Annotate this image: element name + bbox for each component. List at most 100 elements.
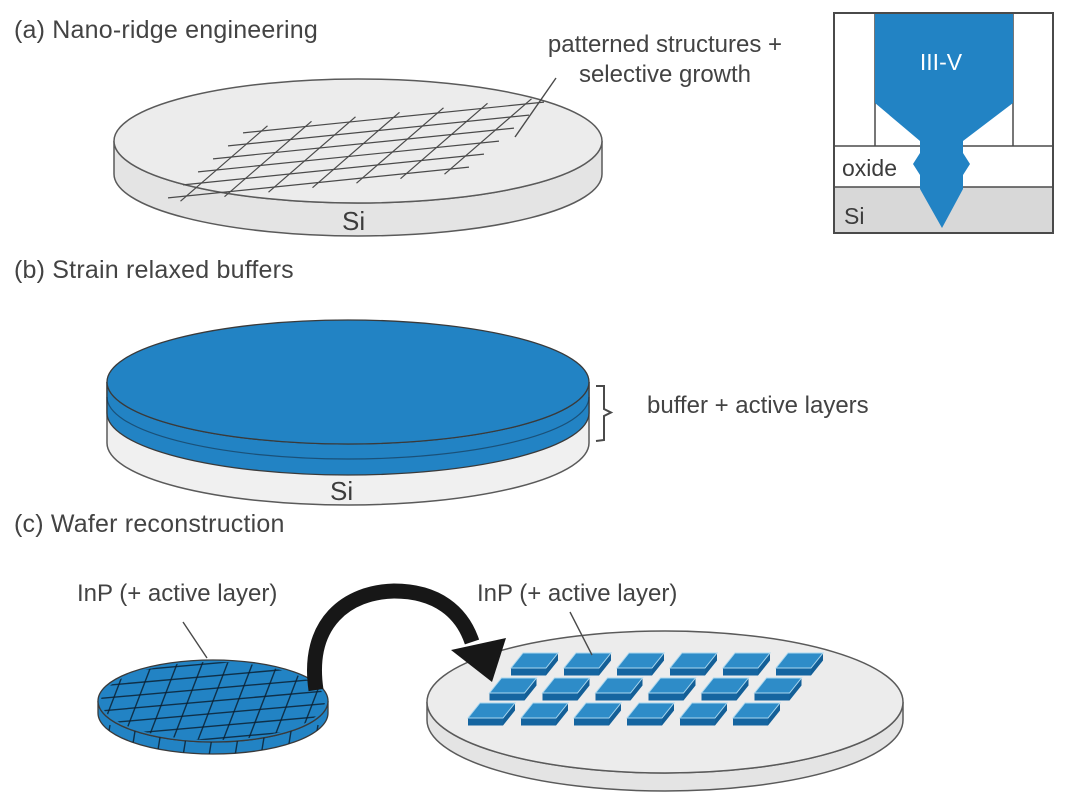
chiplet-face <box>615 652 666 669</box>
chiplet-face <box>705 653 717 676</box>
chiplet-face <box>562 652 613 669</box>
inp-chiplet <box>562 652 613 676</box>
chiplet-face <box>754 693 790 701</box>
chiplet-face <box>678 702 729 719</box>
wafer-b: Si <box>106 319 614 506</box>
chiplet-face <box>466 702 517 719</box>
inp-chiplet <box>572 702 623 726</box>
grid-line <box>224 120 312 198</box>
inp-chiplet <box>668 652 719 676</box>
inp-chiplet <box>466 702 517 726</box>
grid-line <box>356 107 444 184</box>
inp-chiplet <box>625 702 676 726</box>
inp-chiplet <box>615 652 666 676</box>
transfer-arrow <box>307 583 506 692</box>
transfer-arrow-arc <box>307 583 480 692</box>
chiplet-face <box>723 668 758 676</box>
source-wafer-label: InP (+ active layer) <box>77 580 278 607</box>
chiplet-face <box>599 653 611 676</box>
wafer-b-layer-seam <box>106 396 590 460</box>
annotation-line-2: selective growth <box>578 61 752 88</box>
section-a-annotation: patterned structures + selective growth <box>450 30 880 90</box>
chiplet-face <box>736 678 749 701</box>
chiplet-face <box>577 678 590 701</box>
chiplet-face <box>647 677 697 694</box>
chiplet-face <box>521 718 556 726</box>
chiplet-face <box>758 653 770 676</box>
chiplet-face <box>731 702 782 719</box>
wafer-b-top <box>106 319 590 445</box>
wafer-c-target <box>426 611 904 792</box>
chiplet-face <box>670 668 705 676</box>
inset-border <box>833 12 1054 234</box>
inp-chiplet <box>731 702 782 726</box>
chiplet-face <box>753 677 803 694</box>
chiplet-face <box>768 703 780 726</box>
chiplet-face <box>617 668 652 676</box>
chiplet-face <box>625 702 676 719</box>
chiplet-face <box>715 703 727 726</box>
chiplet-face <box>680 718 715 726</box>
grid-line <box>180 125 268 202</box>
grid-line <box>444 98 532 175</box>
grid-line <box>400 102 488 180</box>
section-b-title: (b) Strain relaxed buffers <box>14 256 294 284</box>
inp-chiplet <box>647 677 697 701</box>
grid-line <box>167 662 207 740</box>
inp-chiplet-array <box>466 652 825 726</box>
chiplet-face <box>594 677 644 694</box>
grid-line <box>312 111 400 189</box>
chiplet-face <box>541 677 591 694</box>
nano-ridge-inset: III-V oxide Si <box>833 12 1054 234</box>
grid-line <box>219 662 259 740</box>
chiplet-face <box>574 718 609 726</box>
grid-line <box>115 662 155 740</box>
section-a-title: (a) Nano-ridge engineering <box>14 16 318 44</box>
target-wafer-label: InP (+ active layer) <box>477 580 678 607</box>
chiplet-face <box>488 677 538 694</box>
leader-line-a <box>514 77 557 138</box>
inp-chiplet <box>721 652 772 676</box>
inp-chiplet <box>753 677 803 701</box>
chiplet-face <box>546 653 558 676</box>
chiplet-face <box>774 652 825 669</box>
wafer-b-label: Si <box>330 476 353 506</box>
annotation-line-1: patterned structures + <box>547 31 783 58</box>
chiplet-face <box>542 693 578 701</box>
chiplet-face <box>489 693 525 701</box>
section-b-annotation: buffer + active layers <box>647 392 869 419</box>
grid-line <box>271 662 311 740</box>
chiplet-face <box>733 718 768 726</box>
iii-v-crystal <box>875 13 1013 228</box>
chiplet-face <box>556 703 568 726</box>
patterned-grid <box>167 98 545 202</box>
section-c-title: (c) Wafer reconstruction <box>14 510 285 538</box>
inset-material-label: III-V <box>920 49 963 75</box>
leader-line-c-right <box>569 611 593 656</box>
chiplet-face <box>721 652 772 669</box>
inset-oxide-label: oxide <box>842 155 897 181</box>
chiplet-face <box>511 668 546 676</box>
chiplet-face <box>701 693 737 701</box>
chiplet-face <box>811 653 823 676</box>
chiplet-face <box>789 678 802 701</box>
inp-chiplet <box>774 652 825 676</box>
thickness-bracket <box>595 385 614 442</box>
wafer-a: Si <box>113 77 603 237</box>
chiplet-face <box>564 668 599 676</box>
grid-line <box>193 662 233 740</box>
leader-line-c-left <box>182 621 208 659</box>
chiplet-face <box>509 652 560 669</box>
inp-chiplet <box>519 702 570 726</box>
wafer-a-label: Si <box>342 206 365 236</box>
inp-chiplet <box>678 702 729 726</box>
chiplet-face <box>700 677 750 694</box>
chiplet-face <box>595 693 631 701</box>
chiplet-face <box>652 653 664 676</box>
chiplet-face <box>630 678 643 701</box>
chiplet-face <box>572 702 623 719</box>
chiplet-face <box>627 718 662 726</box>
chiplet-face <box>776 668 811 676</box>
inp-chiplet <box>594 677 644 701</box>
